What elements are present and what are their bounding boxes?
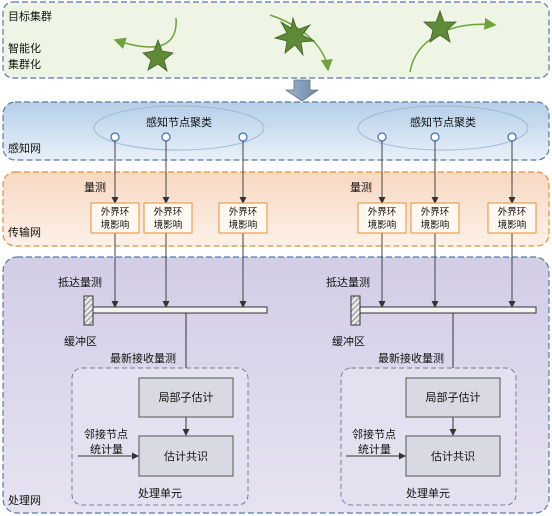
target-star-icon bbox=[422, 9, 458, 43]
buffer-hatch bbox=[350, 295, 361, 326]
processing-unit-right: 抵达量测 缓冲区 最新接收量测 局部子估计 估计共识 邻接节点 统计量 处理单元 bbox=[326, 275, 537, 506]
measurement-label: 量测 bbox=[350, 181, 372, 194]
target-layer-title: 目标集群 bbox=[8, 9, 52, 23]
target-subtitle-line1: 智能化 bbox=[8, 41, 41, 55]
transport-layer: 传输网 量测 量测 bbox=[2, 171, 550, 247]
sensing-cluster-label: 感知节点聚类 bbox=[410, 115, 476, 129]
svg-text:境影响: 境影响 bbox=[368, 219, 397, 231]
local-estimator-block bbox=[405, 377, 501, 418]
sensor-node-icon bbox=[377, 132, 387, 142]
svg-text:境影响: 境影响 bbox=[101, 219, 130, 231]
measurement-label: 量测 bbox=[84, 181, 106, 194]
env-influence-boxes: 外界环 境影响 外界环 境影响 外界环 境影响 外界环 境影响 外界环 境影响 … bbox=[90, 202, 537, 234]
sensor-node-icon bbox=[161, 132, 171, 142]
svg-text:境影响: 境影响 bbox=[229, 219, 258, 231]
target-star-icon bbox=[273, 16, 316, 57]
svg-text:外界环: 外界环 bbox=[101, 206, 130, 218]
sensing-layer-title: 感知网 bbox=[8, 141, 41, 155]
env-influence-box bbox=[357, 202, 407, 234]
svg-text:外界环: 外界环 bbox=[229, 206, 258, 218]
sensing-cluster-label: 感知节点聚类 bbox=[146, 115, 212, 129]
down-arrow-icon bbox=[284, 79, 320, 102]
target-trajectory-arrow bbox=[113, 17, 177, 50]
svg-text:外界环: 外界环 bbox=[368, 206, 397, 218]
processing-unit-left: 抵达量测 缓冲区 最新接收量测 局部子估计 估计共识 邻接节点 统计量 处理单元 bbox=[58, 275, 268, 506]
transport-layer-title: 传输网 bbox=[8, 225, 41, 239]
sensor-node-icon bbox=[430, 132, 440, 142]
svg-text:外界环: 外界环 bbox=[154, 206, 183, 218]
svg-text:估计共识: 估计共识 bbox=[431, 450, 475, 463]
env-influence-box bbox=[218, 202, 268, 234]
svg-text:估计共识: 估计共识 bbox=[164, 450, 208, 463]
sensing-cluster-ellipse bbox=[357, 105, 529, 151]
env-influence-box bbox=[143, 202, 193, 234]
svg-text:外界环: 外界环 bbox=[421, 206, 450, 218]
neighbor-stats-label-line1: 邻接节点 bbox=[352, 428, 396, 441]
svg-text:境影响: 境影响 bbox=[154, 219, 183, 231]
sensing-cluster-ellipse bbox=[93, 105, 265, 151]
buffer-label: 缓冲区 bbox=[64, 334, 97, 348]
arrival-measurement-label: 抵达量测 bbox=[58, 275, 102, 289]
target-cluster-layer: 目标集群 智能化 集群化 bbox=[2, 1, 550, 79]
svg-text:局部子估计: 局部子估计 bbox=[426, 390, 481, 404]
env-influence-box bbox=[90, 202, 140, 234]
svg-text:外界环: 外界环 bbox=[498, 206, 527, 218]
target-layer-box bbox=[2, 1, 550, 79]
sensing-layer-box bbox=[2, 101, 550, 161]
latest-measurement-label: 最新接收量测 bbox=[110, 351, 176, 365]
arrival-measurement-label: 抵达量测 bbox=[326, 275, 370, 289]
neighbor-stats-label-line1: 邻接节点 bbox=[84, 428, 128, 441]
neighbor-stats-label-line2: 统计量 bbox=[90, 443, 123, 456]
sensor-node-icon bbox=[238, 132, 248, 142]
measurement-lines bbox=[111, 141, 516, 308]
sensing-layer: 感知网 感知节点聚类 感知节点聚类 bbox=[2, 101, 550, 161]
processing-layer-title: 处理网 bbox=[8, 494, 41, 507]
neighbor-stats-label-line2: 统计量 bbox=[358, 443, 391, 456]
buffer-hatch bbox=[83, 295, 94, 326]
sensor-node-icon bbox=[110, 132, 120, 142]
target-star-icon bbox=[142, 38, 174, 73]
buffer-bar bbox=[92, 306, 268, 314]
svg-text:局部子估计: 局部子估计 bbox=[159, 390, 214, 404]
consensus-block bbox=[405, 435, 501, 477]
target-trajectory-arrow bbox=[269, 14, 333, 72]
sensor-node-icon bbox=[507, 132, 517, 142]
svg-text:境影响: 境影响 bbox=[498, 219, 527, 231]
target-subtitle-line2: 集群化 bbox=[8, 57, 41, 71]
processing-unit-label: 处理单元 bbox=[138, 487, 182, 500]
env-influence-box bbox=[410, 202, 460, 234]
buffer-label: 缓冲区 bbox=[332, 334, 365, 348]
consensus-block bbox=[138, 435, 234, 477]
processing-unit-label: 处理单元 bbox=[406, 487, 450, 500]
env-influence-box bbox=[487, 202, 537, 234]
svg-text:境影响: 境影响 bbox=[421, 219, 450, 231]
latest-measurement-label: 最新接收量测 bbox=[378, 351, 444, 365]
local-estimator-block bbox=[138, 377, 234, 418]
buffer-bar bbox=[359, 306, 537, 314]
